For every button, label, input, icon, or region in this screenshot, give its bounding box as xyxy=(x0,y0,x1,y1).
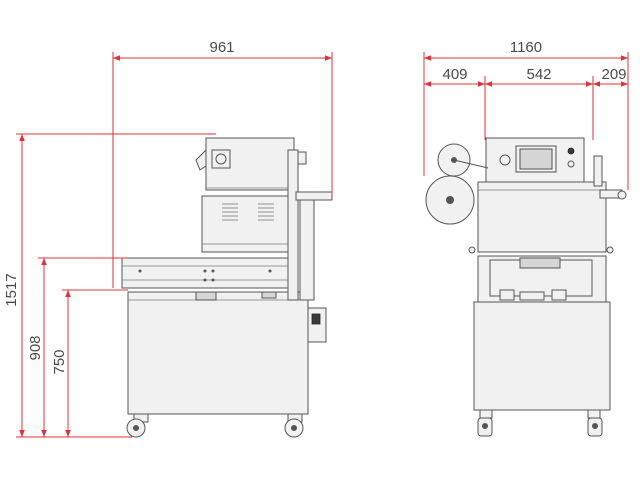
dim-label-1160: 1160 xyxy=(510,39,542,56)
emergency-stop-icon xyxy=(567,147,575,155)
front-view: 1160 409 542 209 xyxy=(423,39,629,437)
side-column xyxy=(287,149,299,301)
dim-label-1517: 1517 xyxy=(3,273,20,306)
front-base-cabinet xyxy=(473,301,611,411)
side-view: 961 1517 908 750 xyxy=(3,39,333,438)
dim-label-750: 750 xyxy=(51,349,68,374)
side-vented-block xyxy=(201,195,291,253)
side-pneumatic-unit xyxy=(307,307,327,343)
side-base-cabinet xyxy=(127,291,309,415)
dim-label-542: 542 xyxy=(526,66,551,83)
dim-label-209: 209 xyxy=(601,66,626,83)
dim-label-961: 961 xyxy=(209,39,234,56)
dim-label-908: 908 xyxy=(27,335,44,360)
side-tray-rail xyxy=(121,257,293,289)
dim-label-409: 409 xyxy=(442,66,467,83)
